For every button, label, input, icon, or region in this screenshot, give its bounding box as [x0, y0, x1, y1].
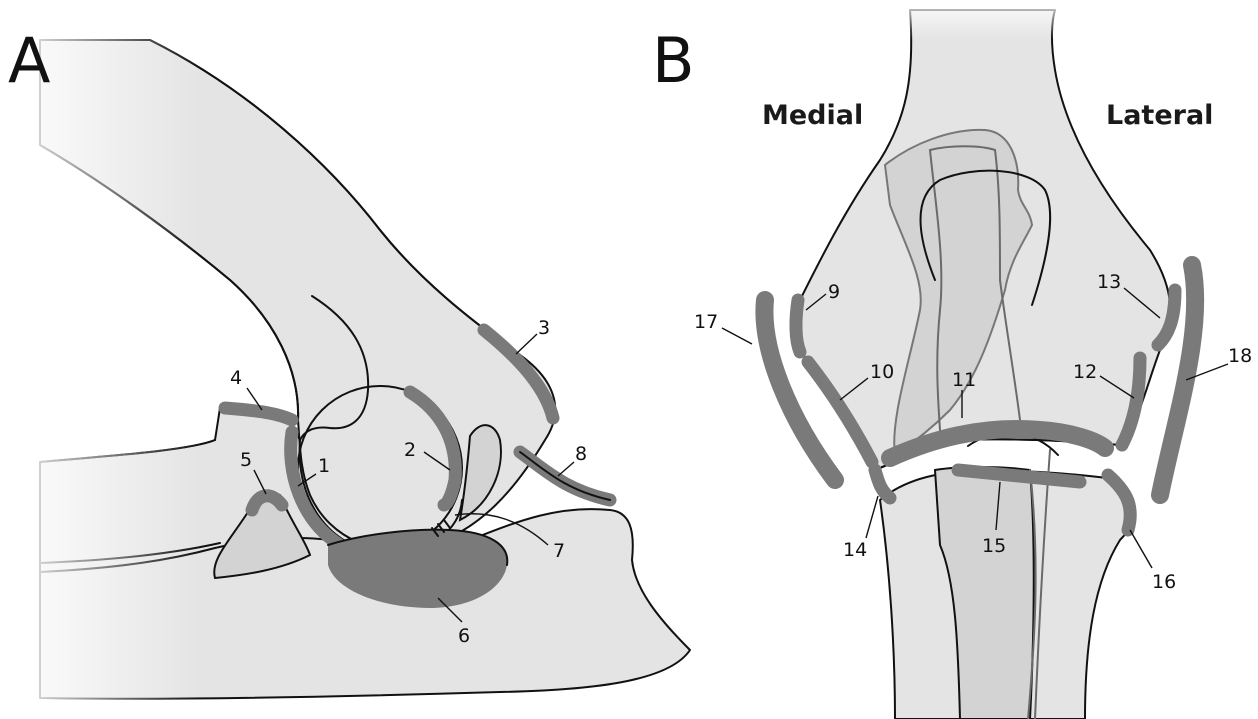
label-14: 14 — [843, 539, 867, 561]
label-4: 4 — [230, 367, 242, 389]
panel-a — [0, 0, 690, 719]
structure-14 — [875, 470, 890, 498]
label-3: 3 — [538, 317, 550, 339]
label-17: 17 — [694, 311, 718, 333]
structure-9 — [796, 300, 800, 352]
label-5: 5 — [240, 449, 252, 471]
panel-b-letter: B — [652, 24, 695, 97]
label-7: 7 — [553, 540, 565, 562]
label-8: 8 — [575, 443, 587, 465]
label-11: 11 — [952, 369, 976, 391]
medial-label: Medial — [762, 100, 863, 131]
label-9: 9 — [828, 281, 840, 303]
label-15: 15 — [982, 535, 1006, 557]
label-10: 10 — [870, 361, 894, 383]
label-18: 18 — [1228, 345, 1252, 367]
label-13: 13 — [1097, 271, 1121, 293]
label-6: 6 — [458, 625, 470, 647]
label-16: 16 — [1152, 571, 1176, 593]
label-2: 2 — [404, 439, 416, 461]
label-12: 12 — [1073, 361, 1097, 383]
panel-a-letter: A — [8, 24, 50, 97]
label-1: 1 — [318, 455, 330, 477]
lateral-label: Lateral — [1106, 100, 1213, 131]
structure-8-ligament — [520, 452, 610, 500]
